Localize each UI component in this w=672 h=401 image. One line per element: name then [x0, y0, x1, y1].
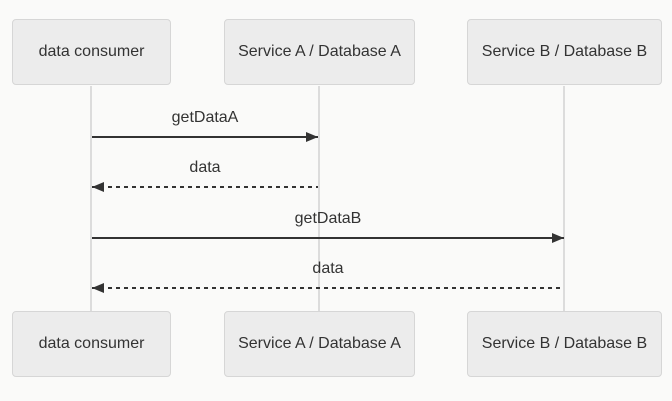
arrowhead-left-icon — [92, 283, 104, 293]
lifeline-service-a — [318, 86, 320, 311]
actor-label: Service A / Database A — [238, 335, 401, 352]
actor-label: Service A / Database A — [238, 43, 401, 60]
actor-label: data consumer — [38, 335, 145, 352]
actor-label: Service B / Database B — [481, 43, 648, 60]
actor-bottom-data-consumer: data consumer — [12, 311, 171, 377]
message-label-data-a: data — [189, 159, 221, 176]
message-line-data-b — [92, 283, 564, 293]
message-line-data-a — [92, 182, 318, 192]
arrowhead-left-icon — [92, 182, 104, 192]
message-line-getdatab — [92, 233, 564, 243]
arrowhead-right-icon — [552, 233, 564, 243]
message-label-getdataa: getDataA — [171, 109, 239, 126]
actor-top-data-consumer: data consumer — [12, 19, 171, 85]
message-label-data-b: data — [312, 260, 344, 277]
actor-label: Service B / Database B — [481, 335, 648, 352]
message-line-getdataa — [92, 132, 318, 142]
actor-top-service-a: Service A / Database A — [224, 19, 415, 85]
actor-label: data consumer — [38, 43, 145, 60]
actor-top-service-b: Service B / Database B — [467, 19, 662, 85]
lifeline-service-b — [563, 86, 565, 311]
arrowhead-right-icon — [306, 132, 318, 142]
lifeline-data-consumer — [90, 86, 92, 311]
actor-bottom-service-b: Service B / Database B — [467, 311, 662, 377]
message-label-getdatab: getDataB — [294, 210, 362, 227]
actor-bottom-service-a: Service A / Database A — [224, 311, 415, 377]
